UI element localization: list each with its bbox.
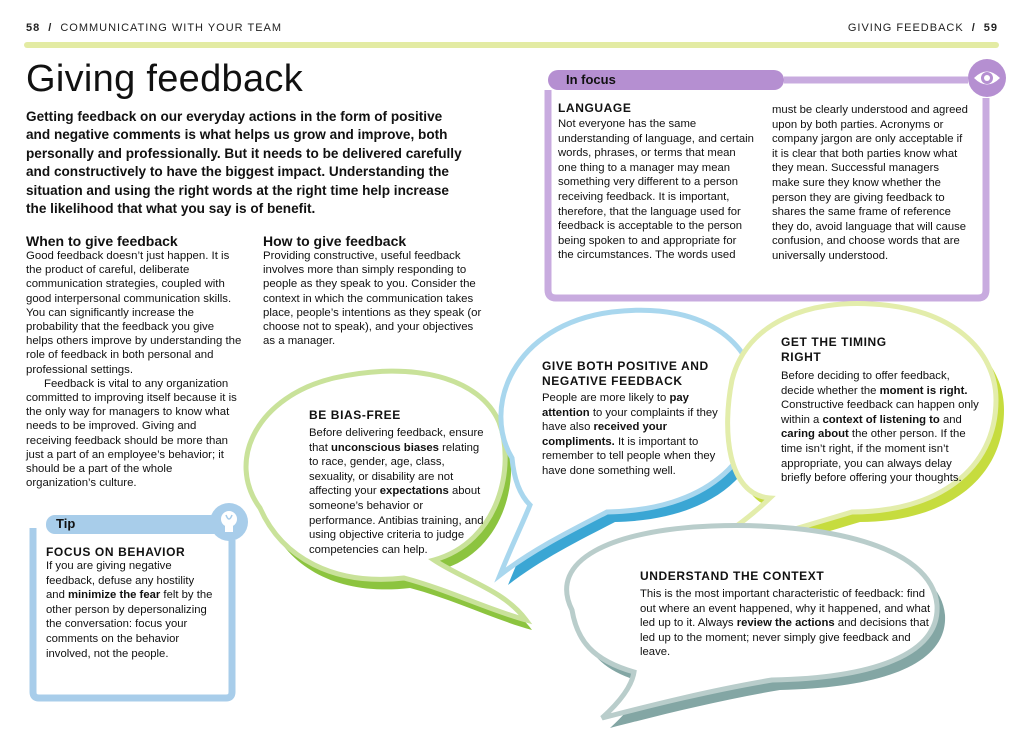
left-section-title: COMMUNICATING WITH YOUR TEAM [60,22,283,34]
eye-icon [968,59,1006,97]
timing-body: Before deciding to offer feedback, decid… [781,370,979,485]
context-body: This is the most important characteristi… [640,588,931,659]
when-body: Good feedback doesn’t just happen. It is… [26,249,244,490]
when-heading: When to give feedback [26,233,178,249]
header-rule [24,42,999,48]
both-body: People are more likely to pay attention … [542,392,718,477]
bias-heading: BE BIAS-FREE [309,408,401,422]
tip-tab: Tip [46,515,224,534]
left-running-header: 58/COMMUNICATING WITH YOUR TEAM [26,22,283,34]
in-focus-column-1: Not everyone has the same understanding … [558,118,754,262]
in-focus-tab: In focus [548,70,784,90]
when-paragraph-1: Good feedback doesn’t just happen. It is… [26,250,242,376]
intro-paragraph: Getting feedback on our everyday actions… [26,109,462,217]
in-focus-tab-label: In focus [566,72,616,87]
right-running-header: GIVING FEEDBACK/59 [847,22,998,34]
when-section: When to give feedback Good feedback does… [26,233,244,490]
tip-tab-label: Tip [56,516,76,531]
how-body: Providing constructive, useful feedback … [263,250,482,348]
lightbulb-icon [210,503,248,541]
context-heading: UNDERSTAND THE CONTEXT [640,569,825,583]
page-title: Giving feedback [26,58,303,100]
tip-heading: FOCUS ON BEHAVIOR [46,545,186,559]
how-section: How to give feedback Providing construct… [263,233,485,348]
left-page-number: 58 [26,22,41,34]
timing-bubble [666,301,1004,578]
tip-frame [29,528,236,702]
how-heading: How to give feedback [263,233,407,249]
in-focus-frame [544,90,990,302]
right-page-number: 59 [983,22,998,34]
right-section-title: GIVING FEEDBACK [847,22,964,34]
context-bubble [564,523,946,728]
in-focus-column-2: must be clearly understood and agreed up… [772,104,968,262]
tip-body: If you are giving negative feedback, def… [46,560,213,660]
both-bubble [494,307,765,585]
bias-body: Before delivering feedback, ensure that … [309,427,484,556]
when-paragraph-2: Feedback is vital to any organization co… [26,377,237,490]
bias-bubble [243,368,533,630]
in-focus-heading: LANGUAGE [558,101,632,115]
